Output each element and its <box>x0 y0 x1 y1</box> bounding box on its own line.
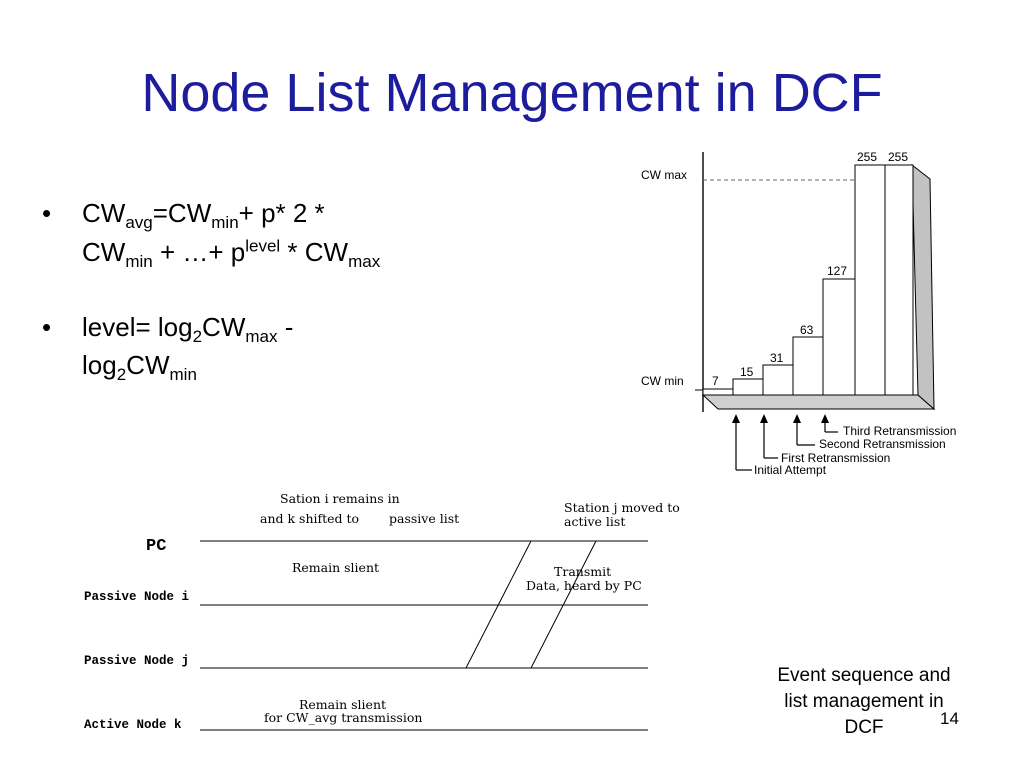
cw-floor <box>701 394 936 410</box>
formula-subscript: 2 <box>116 365 127 385</box>
row-label-passive-i: Passive Node i <box>84 590 189 604</box>
cw-side-shade <box>911 163 935 411</box>
annotation-text: passive list <box>389 511 459 526</box>
annotation-text: Data, heard by PC <box>526 578 642 593</box>
formula-text: CW <box>82 236 126 267</box>
bullet-level: • level= log2CWmax - log2CWmin <box>40 310 540 388</box>
slide-title: Node List Management in DCF <box>141 63 883 123</box>
cw-bar-63 <box>792 336 824 396</box>
cw-value-label: 7 <box>712 374 719 388</box>
formula-text: * CW <box>280 236 349 267</box>
annotation-text: Station j moved to <box>564 500 680 515</box>
caption-line: list management in <box>784 691 944 713</box>
formula-text: CW <box>202 311 246 342</box>
arrow-up-icon <box>793 414 801 423</box>
cw-bar-255b <box>884 164 914 396</box>
cw-value-label: 255 <box>857 150 877 164</box>
formula-text: level= log <box>82 311 193 342</box>
slide-number: 14 <box>940 709 959 728</box>
formula-superscript: level <box>245 236 281 256</box>
figure-caption: Event sequence and list management in DC… <box>742 663 986 742</box>
cw-bar-31 <box>762 364 794 396</box>
annotation-text: and k shifted to <box>260 511 359 526</box>
annotation-text: Remain slient <box>292 560 379 575</box>
cw-value-label: 31 <box>770 351 784 365</box>
retransmission-label: Second Retransmission <box>819 437 946 451</box>
formula-subscript: 2 <box>192 326 203 346</box>
cw-value-label: 255 <box>888 150 908 164</box>
formula-subscript: avg <box>125 213 153 233</box>
formula-subscript: max <box>245 326 278 346</box>
bullet-list: • CWavg=CWmin+ p* 2 * CWmin + …+ plevel … <box>40 196 540 423</box>
formula-text: + p* 2 * <box>238 198 325 228</box>
retransmission-label: Third Retransmission <box>843 424 956 438</box>
cw-bar-7 <box>702 388 734 396</box>
formula-subscript: min <box>211 213 239 233</box>
formula-subscript: min <box>169 365 197 385</box>
formula-subscript: max <box>348 251 381 271</box>
annotation-text: Transmit <box>554 564 611 579</box>
formula-text: CW <box>82 198 126 228</box>
annotation-text: Sation i remains in <box>280 491 400 506</box>
formula-text: log <box>82 350 117 381</box>
formula-text: =CW <box>152 198 212 228</box>
transmission-slant-2 <box>530 540 597 669</box>
cw-value-label: 15 <box>740 365 754 379</box>
bullet-dot: • <box>42 311 52 342</box>
cw-bar-15 <box>732 378 764 396</box>
annotation-text: for CW_avg transmission <box>264 710 422 725</box>
formula-subscript: min <box>125 251 153 271</box>
cw-bar-127 <box>822 278 856 396</box>
row-label-passive-j: Passive Node j <box>84 654 189 668</box>
formula-text: + …+ p <box>152 236 246 267</box>
cw-bar-255a <box>854 164 886 396</box>
bullet-dot: • <box>42 198 52 228</box>
cw-value-label: 127 <box>827 264 847 278</box>
row-label-pc: PC <box>146 537 166 556</box>
bullet-cw-avg: • CWavg=CWmin+ p* 2 * CWmin + …+ plevel … <box>40 196 540 274</box>
formula-text: CW <box>126 350 170 381</box>
arrow-up-icon <box>732 414 740 423</box>
cw-min-label: CW min <box>641 374 684 388</box>
formula-text: - <box>277 311 294 342</box>
annotation-text: active list <box>564 514 625 529</box>
retransmission-label: Initial Attempt <box>754 463 827 477</box>
cw-max-label: CW max <box>641 168 687 182</box>
caption-line: DCF <box>844 717 884 739</box>
arrow-up-icon <box>760 414 768 423</box>
row-label-active-k: Active Node k <box>84 718 182 732</box>
transmission-slant-1 <box>465 540 532 669</box>
arrow-up-icon <box>821 414 829 423</box>
retransmission-label: First Retransmission <box>781 451 890 465</box>
cw-value-label: 63 <box>800 323 814 337</box>
annotation-text: Remain slient <box>299 697 386 712</box>
caption-line: Event sequence and <box>777 665 951 686</box>
